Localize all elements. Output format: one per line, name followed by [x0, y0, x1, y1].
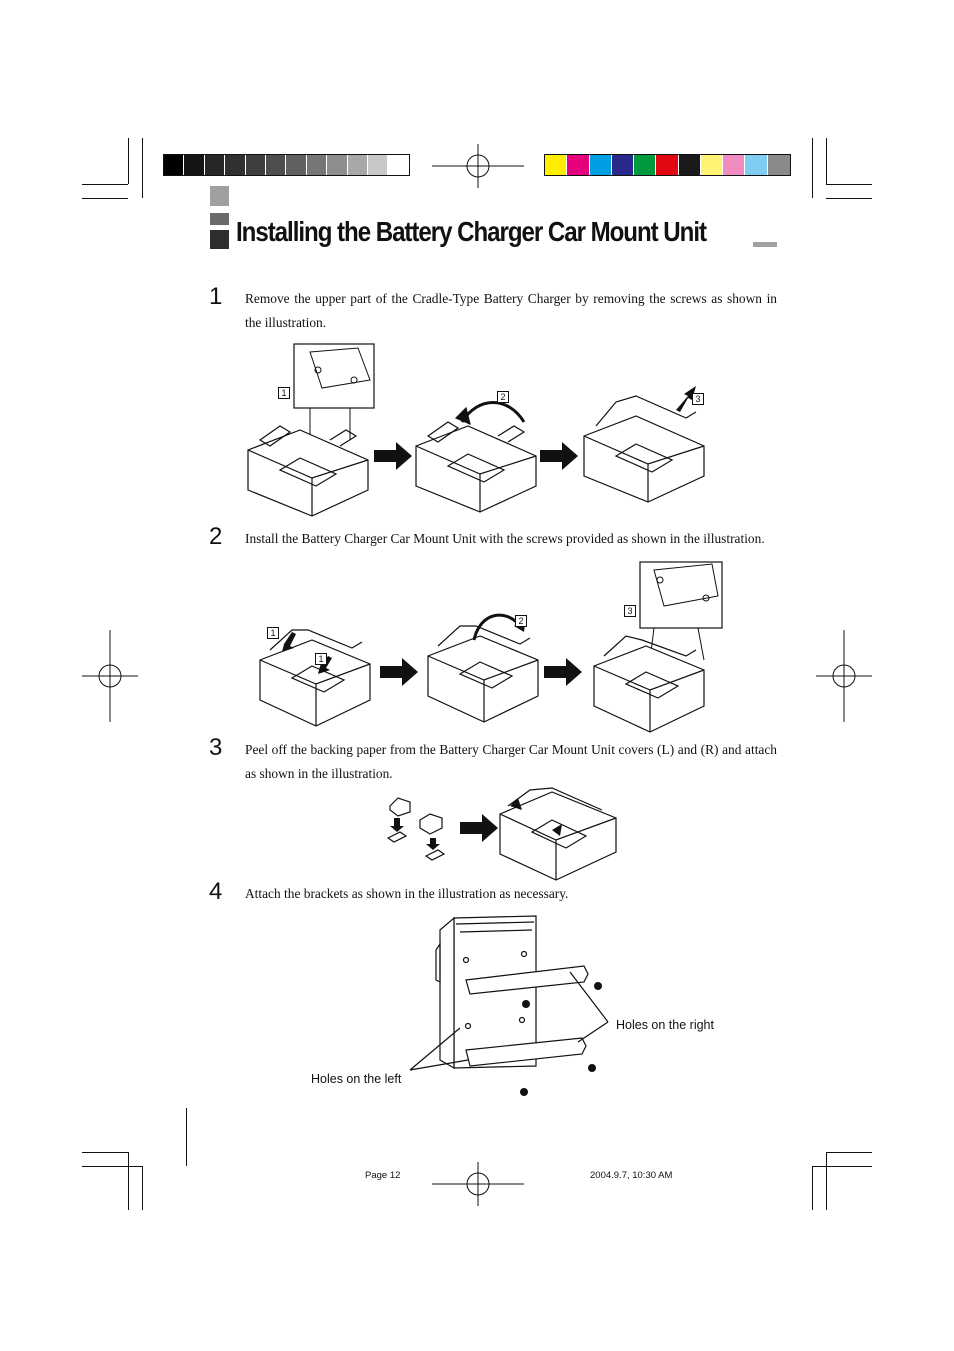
color-swatch [184, 155, 205, 175]
color-swatch [545, 155, 568, 175]
color-swatch [204, 155, 226, 175]
callout-1: 1 [267, 627, 279, 639]
step-3-text: Peel off the backing paper from the Batt… [245, 742, 777, 781]
callout-1: 1 [315, 653, 327, 665]
callout-2: 2 [497, 391, 509, 403]
registration-mark-icon [82, 630, 138, 722]
color-swatch [634, 155, 657, 175]
callout-3: 3 [692, 393, 704, 405]
step-3-illustration [386, 787, 617, 881]
callout-3: 3 [624, 605, 636, 617]
color-swatch [164, 155, 185, 175]
arrow-right-icon [540, 442, 578, 470]
process-color-bar [544, 154, 791, 176]
holes-right-caption: Holes on the right [616, 1018, 714, 1032]
holes-left-caption: Holes on the left [311, 1072, 402, 1086]
step-1-text: Remove the upper part of the Cradle-Type… [245, 291, 777, 330]
color-swatch [567, 155, 590, 175]
color-swatch [327, 155, 348, 175]
step-1-number: 1 [209, 283, 223, 310]
callout-1: 1 [278, 387, 290, 399]
step-3-number: 3 [209, 734, 223, 761]
color-swatch [266, 155, 287, 175]
footer-timestamp: 2004.9.7, 10:30 AM [590, 1170, 673, 1181]
arrow-right-icon [374, 442, 412, 470]
color-swatch [388, 155, 409, 175]
arrow-right-icon [380, 658, 418, 686]
footer-page-number: Page 12 [365, 1170, 401, 1181]
color-swatch [589, 155, 612, 175]
color-swatch [656, 155, 679, 175]
color-swatch [723, 155, 746, 175]
step-1-illustration [247, 343, 705, 517]
step-4-number: 4 [209, 878, 223, 905]
page-title: Installing the Battery Charger Car Mount… [236, 216, 707, 247]
grayscale-color-bar [163, 154, 410, 176]
registration-mark-icon [432, 1162, 524, 1206]
step-2-illustration [259, 561, 723, 733]
color-swatch [347, 155, 369, 175]
color-swatch [745, 155, 768, 175]
color-swatch [611, 155, 635, 175]
step-2-number: 2 [209, 523, 223, 550]
color-swatch [225, 155, 246, 175]
color-swatch [245, 155, 267, 175]
registration-mark-icon [816, 630, 872, 722]
bracket-illustration [409, 915, 609, 1096]
step-4-text: Attach the brackets as shown in the illu… [245, 886, 569, 901]
color-swatch [286, 155, 307, 175]
registration-mark-icon [432, 144, 524, 188]
color-swatch [678, 155, 701, 175]
color-swatch [700, 155, 724, 175]
callout-2: 2 [515, 615, 527, 627]
color-swatch [368, 155, 389, 175]
color-swatch [767, 155, 790, 175]
arrow-right-icon [460, 814, 498, 842]
step-2-text: Install the Battery Charger Car Mount Un… [245, 531, 765, 546]
arrow-right-icon [544, 658, 582, 686]
color-swatch [306, 155, 328, 175]
